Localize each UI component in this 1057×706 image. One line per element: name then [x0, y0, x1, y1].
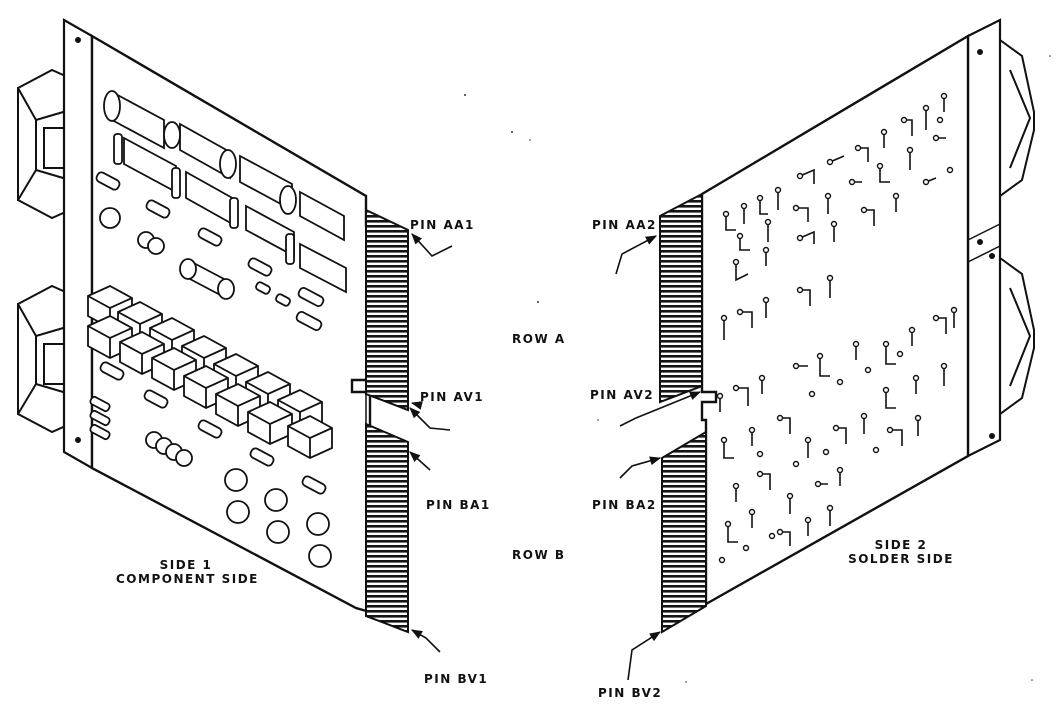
side2-pin-leaders [615, 235, 702, 681]
side2-edge-connector [659, 192, 707, 634]
pin-aa1-label: PIN AA1 [410, 218, 475, 232]
pin-ba1-label: PIN BA1 [426, 498, 491, 512]
side2-caption-title: SIDE 2 [874, 538, 928, 552]
side2-caption: SIDE 2 SOLDER SIDE [836, 538, 966, 566]
pin-av2-label: PIN AV2 [590, 388, 655, 402]
pin-bv2-label: PIN BV2 [598, 686, 663, 700]
side1-caption-subtitle: COMPONENT SIDE [116, 572, 259, 586]
side2-solder-traces [719, 96, 955, 546]
side2-solder-pads [716, 92, 958, 564]
side2-ejector-upper [999, 38, 1035, 198]
side2-caption-subtitle: SOLDER SIDE [848, 552, 954, 566]
side1-caption-title: SIDE 1 [159, 558, 213, 572]
pin-ba2-label: PIN BA2 [592, 498, 657, 512]
side2-ejector-lower [999, 256, 1035, 416]
side1-edge-connector [365, 208, 409, 634]
side1-ejector-upper [17, 68, 71, 220]
side1-pin-leaders [409, 233, 453, 653]
pin-aa2-label: PIN AA2 [592, 218, 657, 232]
side2-board [659, 18, 1035, 634]
pin-bv1-label: PIN BV1 [424, 672, 489, 686]
row-b-label: ROW B [512, 548, 566, 562]
pin-av1-label: PIN AV1 [420, 390, 485, 404]
side1-bracket [62, 18, 94, 470]
side1-lower-components [89, 361, 332, 568]
side1-caption: SIDE 1 COMPONENT SIDE [116, 558, 259, 586]
side2-pcb [700, 33, 970, 607]
scan-speckles [464, 55, 1051, 683]
side1-relay-array [87, 284, 333, 460]
row-a-label: ROW A [512, 332, 566, 346]
side1-ejector-lower [17, 284, 71, 434]
side1-board [17, 18, 409, 634]
side1-components [95, 90, 347, 332]
